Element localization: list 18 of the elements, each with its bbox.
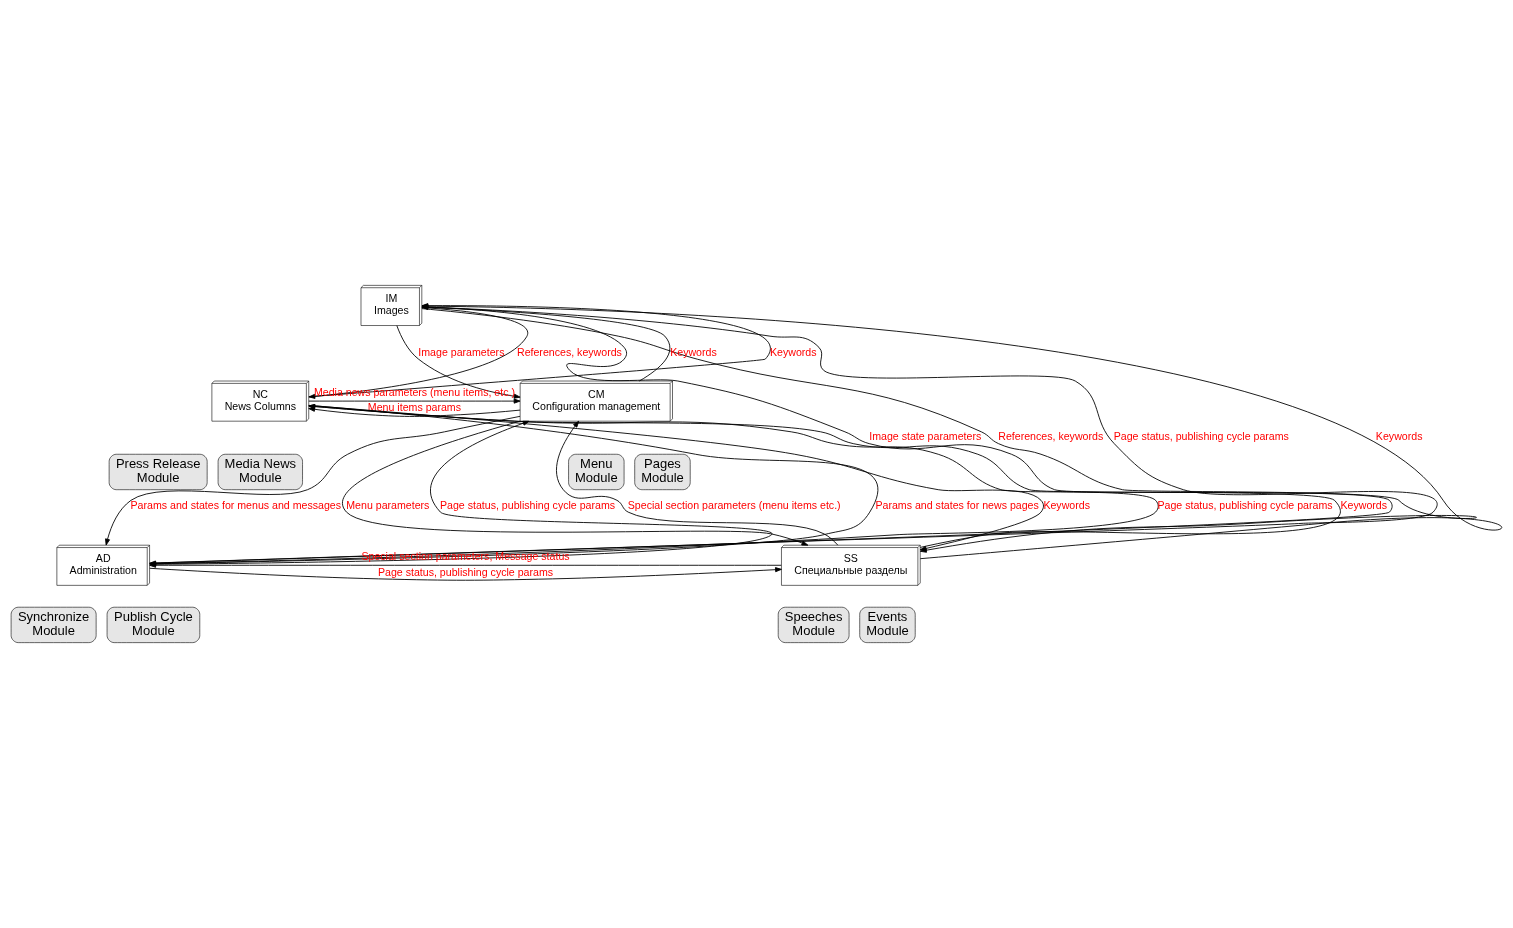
edge-label: Keywords (1043, 498, 1090, 511)
edge-label: Page status, publishing cycle params (439, 498, 616, 511)
edge-label: Page status, publishing cycle params (1157, 498, 1333, 511)
edge-label: Menu parameters (346, 498, 430, 511)
edge-label: Special section parameters (menu items etc.) (627, 498, 841, 511)
edge-label: Keywords (1340, 498, 1388, 511)
edge-label: Keywords (670, 345, 717, 358)
edge-label: Params and states for news pages (875, 498, 1039, 511)
edge-label: Page status, publishing cycle params (1113, 430, 1289, 443)
edge-label: Image state parameters (869, 430, 982, 443)
edge-label: Keywords (769, 345, 817, 358)
edge-label: Params and states for menus and messages (130, 498, 342, 511)
edge-label: Menu items params (367, 401, 462, 414)
edge-label: References, keywords (998, 430, 1104, 443)
edge-label: References, keywords (516, 345, 622, 358)
edge-label: Keywords (1375, 430, 1423, 443)
edge-label: Page status, publishing cycle params (377, 565, 554, 578)
edge-label: Image parameters (418, 345, 505, 358)
